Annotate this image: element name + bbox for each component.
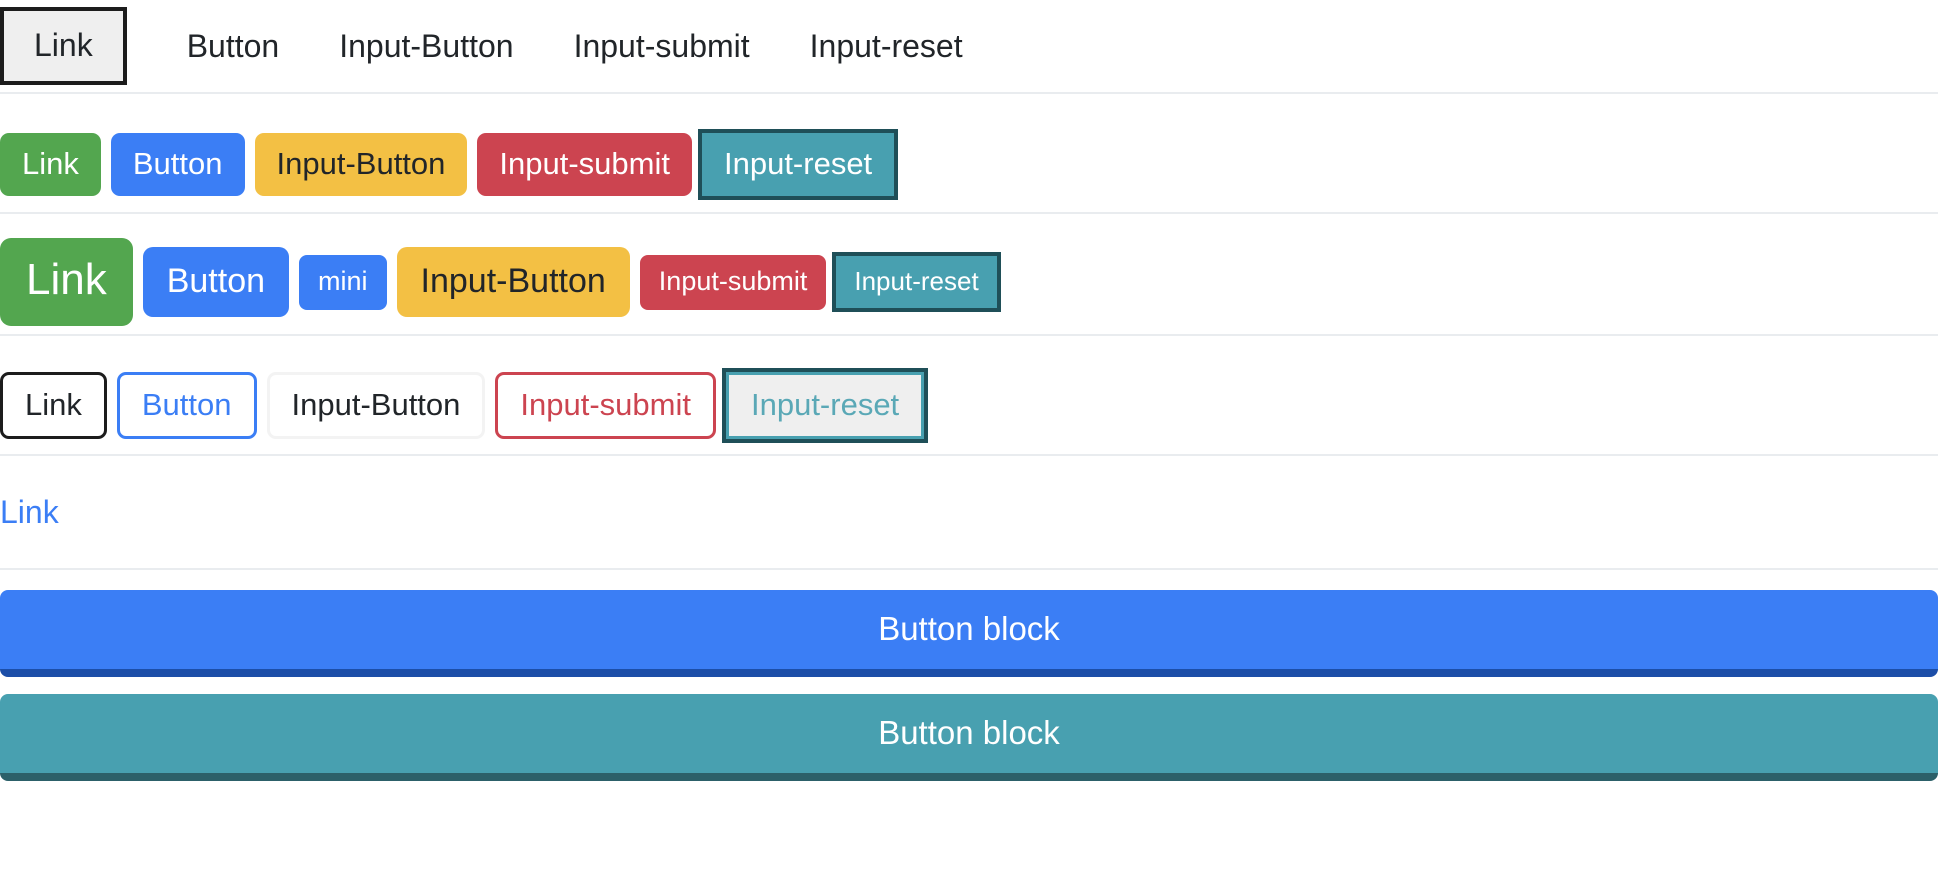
solid-input-button[interactable]: Input-Button bbox=[254, 132, 468, 196]
plain-input-submit[interactable]: Input-submit bbox=[573, 28, 750, 64]
outline-link-button[interactable]: Link bbox=[0, 371, 107, 439]
outline-input-reset[interactable]: Input-reset bbox=[721, 367, 929, 443]
outline-input-button[interactable]: Input-Button bbox=[266, 371, 486, 439]
section-divider-2 bbox=[0, 212, 1938, 214]
section-divider-3 bbox=[0, 334, 1938, 336]
plain-button[interactable]: Button bbox=[186, 28, 280, 64]
large-button[interactable]: Button bbox=[142, 247, 290, 317]
small-input-reset[interactable]: Input-reset bbox=[832, 252, 1001, 312]
default-buttons-row: Link Button Input-Button Input-submit In… bbox=[0, 0, 1938, 92]
bare-link-row: Link bbox=[0, 456, 1938, 568]
outline-buttons-row: Link Button Input-Button Input-submit In… bbox=[0, 336, 1938, 454]
solid-input-reset[interactable]: Input-reset bbox=[697, 128, 899, 200]
outline-input-submit[interactable]: Input-submit bbox=[495, 371, 716, 439]
button-block-secondary[interactable]: Button block bbox=[0, 694, 1938, 781]
bare-link[interactable]: Link bbox=[0, 494, 59, 530]
solid-input-submit[interactable]: Input-submit bbox=[477, 132, 692, 196]
plain-input-button[interactable]: Input-Button bbox=[339, 28, 514, 64]
small-input-submit[interactable]: Input-submit bbox=[639, 254, 827, 310]
solid-buttons-row: Link Button Input-Button Input-submit In… bbox=[0, 94, 1938, 212]
block-buttons: Button block Button block bbox=[0, 570, 1938, 781]
large-link-button[interactable]: Link bbox=[0, 238, 133, 326]
button-showcase-page: Link Button Input-Button Input-submit In… bbox=[0, 0, 1938, 781]
sized-buttons-row: Link Button mini Input-Button Input-subm… bbox=[0, 214, 1938, 334]
section-divider-5 bbox=[0, 568, 1938, 570]
large-input-button[interactable]: Input-Button bbox=[396, 247, 630, 317]
mini-button[interactable]: mini bbox=[299, 254, 387, 310]
default-link-button[interactable]: Link bbox=[0, 7, 127, 85]
solid-button[interactable]: Button bbox=[110, 132, 245, 196]
plain-input-reset[interactable]: Input-reset bbox=[809, 28, 963, 64]
solid-link-button[interactable]: Link bbox=[0, 132, 101, 196]
section-divider-1 bbox=[0, 92, 1938, 94]
button-block-primary[interactable]: Button block bbox=[0, 590, 1938, 677]
section-divider-4 bbox=[0, 454, 1938, 456]
outline-button[interactable]: Button bbox=[116, 371, 257, 439]
